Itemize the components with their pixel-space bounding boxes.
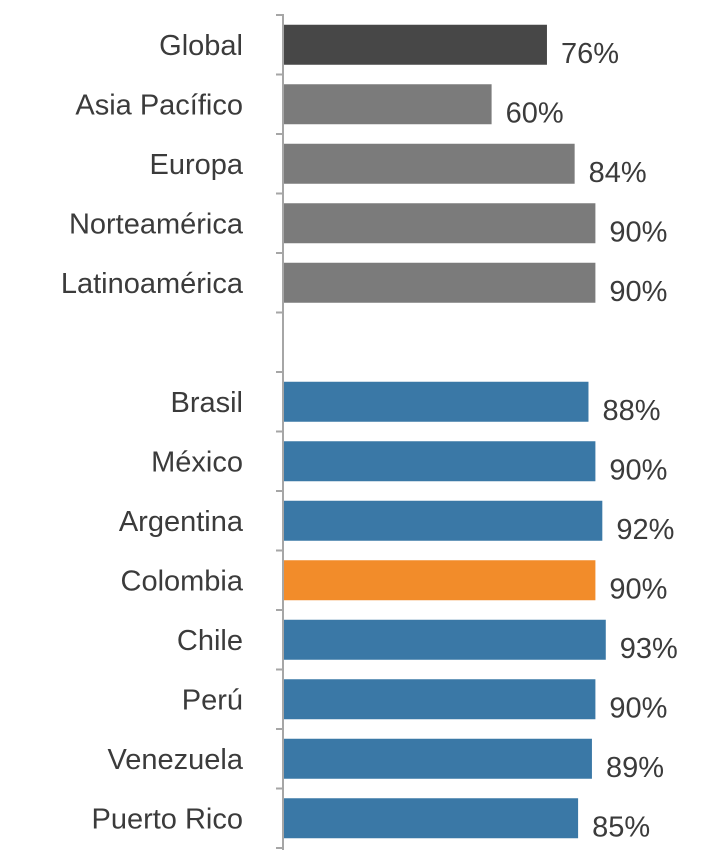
value-label: 92%	[616, 514, 674, 546]
value-label: 93%	[620, 633, 678, 665]
value-label: 84%	[589, 157, 647, 189]
category-label: Latinoamérica	[61, 268, 244, 300]
category-label: Global	[159, 30, 243, 62]
value-label: 76%	[561, 38, 619, 70]
value-labels: 76% 60% 84% 90% 90% 88% 90% 92% 90% 93% 90% 89% 85%	[506, 38, 678, 844]
value-label: 90%	[609, 692, 667, 724]
value-label: 60%	[506, 97, 564, 129]
bar-brasil	[284, 381, 589, 422]
value-label: 90%	[609, 276, 667, 308]
bar-venezuela	[284, 738, 592, 779]
category-label: Asia Pacífico	[75, 89, 243, 121]
bar-asia-pacífico	[284, 84, 492, 125]
bars-group	[284, 24, 606, 839]
bar-latinoamérica	[284, 262, 596, 303]
value-label: 90%	[609, 216, 667, 248]
bar-europa	[284, 143, 575, 184]
bar-méxico	[284, 441, 596, 482]
bar-norteamérica	[284, 203, 596, 244]
bar-argentina	[284, 500, 603, 541]
category-label: Chile	[177, 625, 243, 657]
value-label: 88%	[602, 395, 660, 427]
category-label: Argentina	[119, 506, 244, 538]
value-label: 90%	[609, 573, 667, 605]
category-label: Norteamérica	[69, 208, 244, 240]
bar-colombia	[284, 560, 596, 601]
category-label: México	[151, 446, 243, 478]
bar-perú	[284, 679, 596, 720]
value-label: 85%	[592, 811, 650, 843]
bar-chile	[284, 619, 606, 660]
value-label: 89%	[606, 752, 664, 784]
value-label: 90%	[609, 454, 667, 486]
category-label: Colombia	[121, 565, 244, 597]
category-label: Venezuela	[108, 744, 244, 776]
axis-ticks	[276, 14, 284, 849]
bar-puerto-rico	[284, 798, 579, 839]
bar-global	[284, 24, 547, 65]
category-label: Europa	[149, 149, 243, 181]
category-label: Brasil	[170, 387, 243, 419]
category-label: Puerto Rico	[91, 803, 243, 835]
category-label: Perú	[182, 684, 243, 716]
